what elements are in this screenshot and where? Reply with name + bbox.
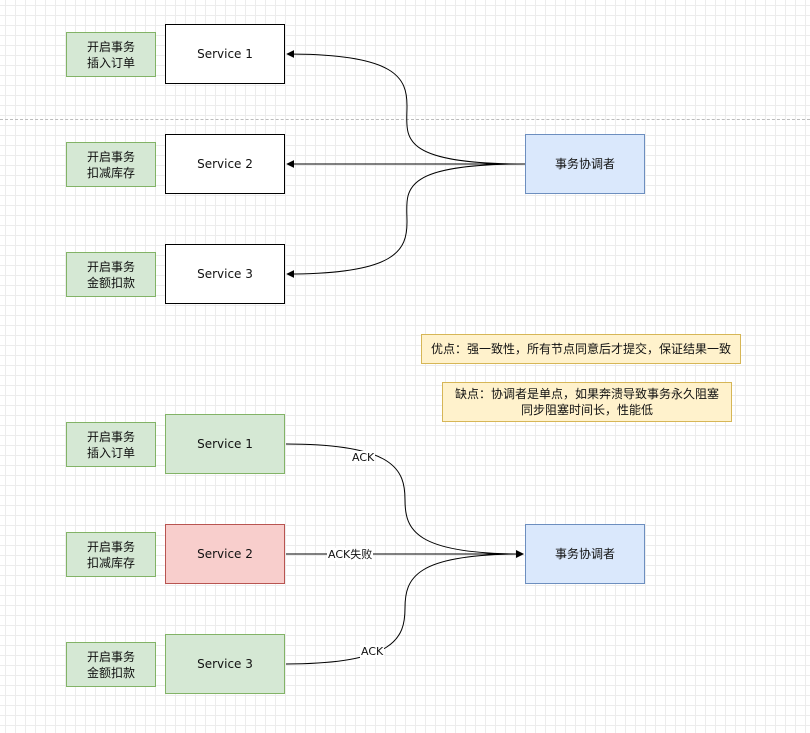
cons-note: 缺点：协调者是单点，如果奔溃导致事务永久阻塞 同步阻塞时间长，性能低 xyxy=(442,382,732,422)
edge-coordinator-service1 xyxy=(286,50,526,165)
edge-coordinator-service3 xyxy=(286,163,526,278)
service-1-box[interactable]: Service 1 xyxy=(165,414,285,474)
note-deduct-amount: 开启事务 金额扣款 xyxy=(66,642,156,687)
edge-service3-coordinator xyxy=(285,550,524,665)
coordinator-box[interactable]: 事务协调者 xyxy=(525,524,645,584)
note-deduct-stock: 开启事务 扣减库存 xyxy=(66,142,156,187)
edge-service1-coordinator xyxy=(285,443,524,558)
note-insert-order: 开启事务 插入订单 xyxy=(66,32,156,77)
service-2-box[interactable]: Service 2 xyxy=(165,134,285,194)
section-divider xyxy=(0,119,810,120)
note-deduct-amount: 开启事务 金额扣款 xyxy=(66,252,156,297)
note-insert-order: 开启事务 插入订单 xyxy=(66,422,156,467)
service-2-failed-box[interactable]: Service 2 xyxy=(165,524,285,584)
ack-label: ACK xyxy=(360,645,385,658)
service-3-box[interactable]: Service 3 xyxy=(165,634,285,694)
note-deduct-stock: 开启事务 扣减库存 xyxy=(66,532,156,577)
coordinator-box[interactable]: 事务协调者 xyxy=(525,134,645,194)
pros-note: 优点：强一致性，所有节点同意后才提交，保证结果一致 xyxy=(421,334,741,364)
service-1-box[interactable]: Service 1 xyxy=(165,24,285,84)
ack-label: ACK xyxy=(351,451,376,464)
service-3-box[interactable]: Service 3 xyxy=(165,244,285,304)
ack-failed-label: ACK失败 xyxy=(327,548,374,561)
